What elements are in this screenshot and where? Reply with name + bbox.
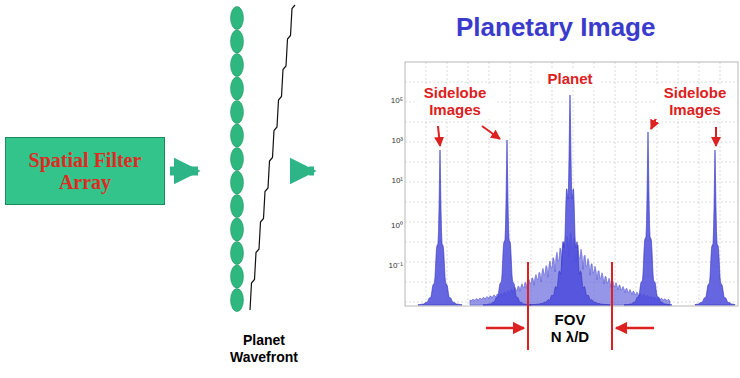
node-text: Spatial Filter Array [16,149,154,193]
leader-arrow [715,127,717,146]
lenslet [231,195,244,218]
lenslet [231,289,244,312]
wavefront-line [250,5,295,310]
lenslet [231,77,244,100]
axis-tick: 10⁻¹ [386,261,403,270]
lenslet [231,7,244,30]
lenslet [231,30,244,53]
grid-line [636,62,637,306]
plot-frame [405,62,738,306]
grid-line [405,142,738,143]
peak-label: Planet [540,70,600,87]
leader-arrow [438,126,440,146]
grid-line [405,162,738,163]
intensity-peak [624,132,672,305]
lenslet [231,101,244,124]
lenslet-array [231,7,244,312]
axis-tick: 10⁵ [386,96,403,105]
lenslet [231,124,244,147]
filter-box: Spatial Filter Array [5,137,165,205]
flow-arrow [309,167,314,176]
lenslet [231,54,244,77]
grid-line [405,122,738,123]
axis-tick: 10³ [386,136,403,145]
fov-bound [611,262,613,350]
fov-label: FOV N λ/D [548,311,592,346]
plot-title: Planetary Image [456,12,655,43]
axis-tick: 10⁰ [386,221,403,230]
flow-arrow [170,167,198,176]
intensity-peak [695,150,735,305]
intensity-peak [530,95,610,305]
image-plot: Planetary Image [340,2,738,376]
fov-arrow [616,327,654,330]
fov-bound [527,262,529,350]
peak-label: Sidelobe Images [655,84,735,119]
intensity-peak [418,150,462,305]
axis-tick: 10¹ [386,176,403,185]
lenslet [231,218,244,241]
wavefront-group: Planet Wavefront [224,2,304,370]
grid-line [531,62,532,306]
lenslet [231,171,244,194]
peak-label: Sidelobe Images [414,84,496,119]
lenslet [231,242,244,265]
node-text: Planet Wavefront [224,332,304,370]
lenslet [231,265,244,288]
intensity-peak [483,140,531,305]
leader-arrow [482,126,500,139]
lenslet [231,148,244,171]
fov-arrow [486,327,524,330]
grid-line [615,62,616,306]
intensity-peaks [418,95,735,305]
plot-grid [405,62,738,306]
